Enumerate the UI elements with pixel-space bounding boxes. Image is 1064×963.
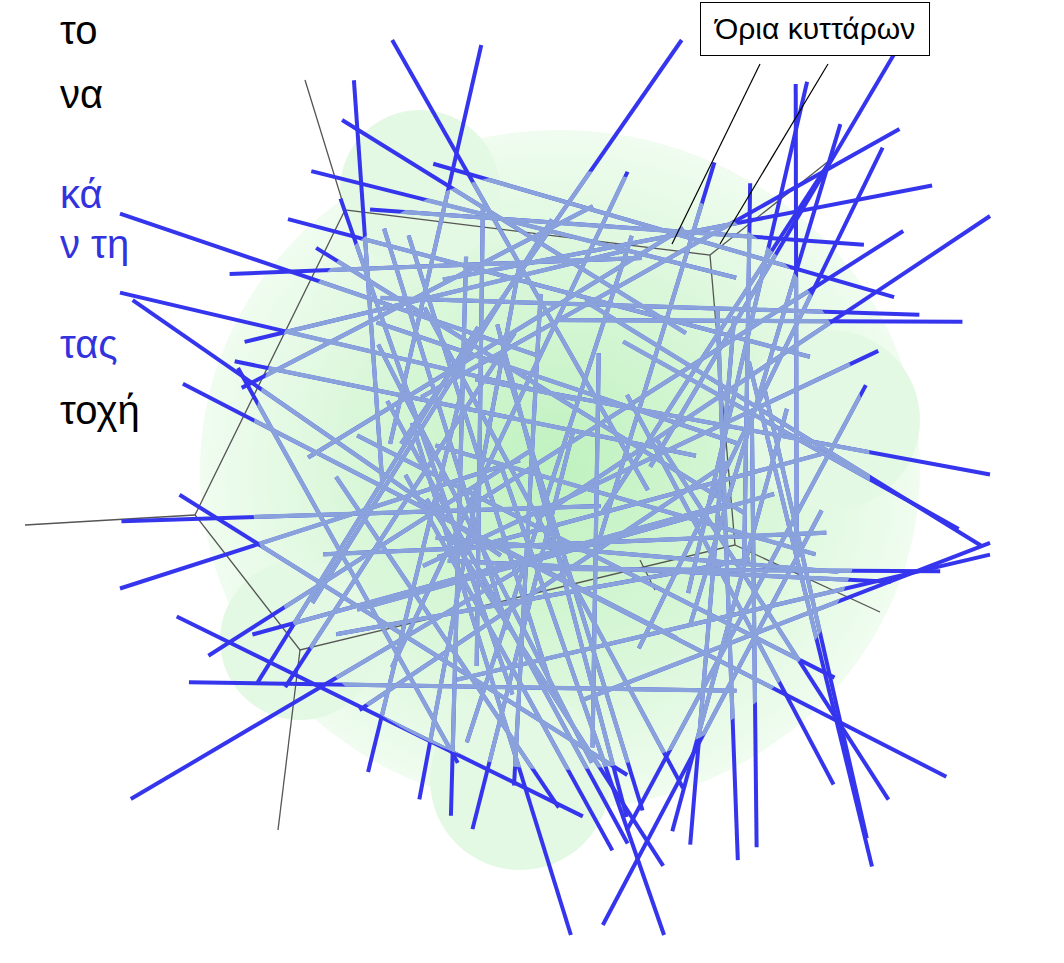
actin-filament-core bbox=[120, 40, 990, 935]
text-fragment: τας bbox=[58, 322, 120, 366]
text-fragment: κά bbox=[58, 172, 105, 216]
callout-box: Όρια κυττάρων bbox=[700, 2, 930, 56]
actin-filament bbox=[120, 40, 990, 935]
text-fragment: να bbox=[58, 72, 105, 116]
text-fragment: το bbox=[58, 8, 99, 52]
leader-line bbox=[672, 64, 828, 244]
callout-label: Όρια κυττάρων bbox=[715, 11, 915, 47]
cell-body bbox=[200, 110, 920, 870]
text-fragment: τοχή bbox=[58, 388, 142, 432]
text-fragment: ν τη bbox=[58, 222, 131, 266]
